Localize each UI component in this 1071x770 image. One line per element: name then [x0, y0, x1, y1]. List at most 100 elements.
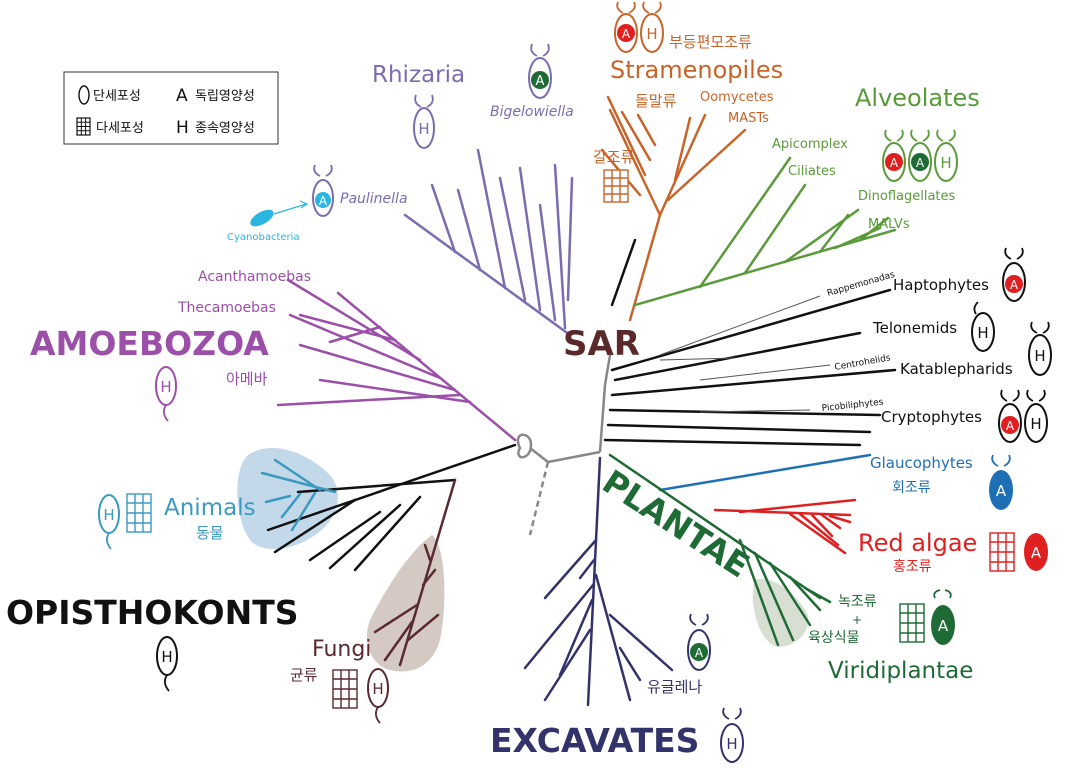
excavates-h-marker: H [726, 735, 737, 753]
stramenopiles-a-marker: A [622, 27, 631, 41]
taxon-acanthamoebas: Acanthamoebas [198, 269, 311, 285]
animals-h-marker: H [103, 506, 114, 524]
multicellular-icon [76, 117, 91, 136]
fungi-heterotroph-cell-icon: H [367, 668, 389, 724]
alveolates-heterotroph-cell-icon: H [934, 129, 958, 182]
group-stramenopiles: Stramenopiles [610, 56, 783, 84]
cyanobacteria-icon [250, 200, 309, 227]
taxon-thecamoebas: Thecamoebas [177, 300, 276, 316]
legend-heterotroph: 종속영양성 [195, 121, 255, 136]
group-alveolates: Alveolates [855, 84, 980, 112]
group-opisthokonts: OPISTHOKONTS [6, 593, 299, 632]
taxon-red-algae: Red algae [858, 529, 977, 557]
group-excavates: EXCAVATES [490, 721, 699, 760]
amoebozoa-h-marker: H [160, 378, 171, 396]
stramenopiles-branches [600, 95, 747, 322]
taxon-masts: MASTs [728, 111, 769, 126]
taxon-malvs: MALVs [868, 217, 910, 232]
paulinella-autotroph-cell-icon: A [312, 164, 334, 217]
taxon-diatoms-kr: 돌말류 [635, 92, 677, 110]
taxon-euglena-kr: 유글레나 [647, 678, 702, 696]
fungi-branches [373, 478, 457, 667]
cryptophytes-autotroph-cell-icon: A [998, 389, 1022, 443]
taxon-glaucophytes-kr: 회조류 [892, 480, 931, 496]
group-amoebozoa: AMOEBOZOA [30, 324, 269, 363]
bigelowiella-a-marker: A [536, 74, 545, 89]
taxon-picobiliphytes: Picobiliphytes [821, 398, 884, 414]
alveolates-a1-marker: A [890, 156, 899, 170]
viridiplantae-a-marker: A [938, 617, 949, 635]
legend-multicellular: 다세포성 [96, 121, 144, 136]
opisthokonts-heterotroph-cell-icon: H [156, 636, 178, 692]
animals-multicellular-icon [126, 493, 152, 533]
euglena-autotroph-cell-icon: A [687, 613, 711, 671]
legend-heterotroph-glyph: H [176, 118, 189, 138]
taxon-stramenopiles-kr: 부등편모조류 [669, 33, 752, 51]
taxon-green-algae-kr: 녹조류 [838, 594, 877, 610]
root-connector [516, 354, 612, 536]
taxon-oomycetes: Oomycetes [700, 90, 774, 105]
cryptist-branches [603, 238, 897, 447]
unicellular-icon [78, 85, 90, 105]
red-algae-multicellular-icon [989, 532, 1015, 572]
brown-algae-multicellular-icon [603, 169, 629, 203]
fungi-shade [366, 535, 445, 672]
viridiplantae-branches [608, 453, 832, 647]
bigelowiella-autotroph-cell-icon: A [528, 43, 552, 99]
taxon-ciliates: Ciliates [788, 164, 836, 179]
animals-heterotroph-cell-icon: H [98, 494, 120, 550]
katablepharids-heterotroph-cell-icon: H [1028, 321, 1052, 376]
taxon-amoeba-kr: 아메바 [226, 370, 268, 388]
excavates-branches [523, 456, 674, 707]
legend: 단세포성 A 독립영양성 다세포성 H 종속영양성 [63, 71, 279, 145]
opisthokont-branches [266, 443, 517, 572]
taxon-katablepharids: Katablepharids [900, 360, 1013, 378]
cryptophytes-heterotroph-cell-icon: H [1024, 389, 1048, 443]
taxon-glaucophytes: Glaucophytes [870, 454, 973, 472]
group-rhizaria: Rhizaria [372, 62, 465, 88]
glaucophytes-autotroph-cell-icon: A [989, 454, 1013, 510]
alveolates-green-autotroph-cell-icon: A [908, 129, 932, 182]
haptophytes-a-marker: A [1010, 278, 1019, 292]
amoebozoa-branches [276, 278, 517, 442]
taxon-fungi: Fungi [312, 637, 371, 662]
haptophytes-autotroph-cell-icon: A [1002, 247, 1026, 302]
opisthokonts-h-marker: H [161, 648, 172, 666]
paulinella-a-marker: A [319, 194, 328, 208]
viridiplantae-autotroph-cell-icon: A [931, 589, 955, 645]
stramenopiles-autotroph-cell-icon: A [614, 1, 638, 53]
stramenopiles-h-marker: H [646, 25, 657, 43]
glaucophytes-a-marker: A [996, 482, 1007, 500]
taxon-animals: Animals [164, 495, 256, 521]
taxon-land-plants-kr: 육상식물 [808, 630, 860, 646]
legend-unicellular: 단세포성 [93, 89, 141, 104]
taxon-dinoflagellates: Dinoflagellates [858, 189, 956, 204]
red-algae-branches [713, 498, 857, 555]
fungi-h-marker: H [372, 680, 383, 698]
cryptophytes-h-marker: H [1030, 415, 1041, 433]
legend-autotroph: 독립영양성 [195, 89, 255, 104]
taxon-cryptophytes: Cryptophytes [881, 408, 982, 426]
alveolates-h-marker: H [940, 154, 951, 172]
rhizaria-heterotroph-cell-icon: H [413, 94, 435, 149]
taxon-bigelowiella: Bigelowiella [490, 104, 574, 120]
excavates-heterotroph-cell-icon: H [720, 707, 744, 763]
alveolates-a2-marker: A [916, 156, 925, 170]
taxon-fungi-kr: 균류 [290, 666, 318, 684]
viridiplantae-multicellular-icon [899, 603, 925, 643]
minor-branches [659, 295, 831, 413]
alveolates-branches [633, 156, 897, 307]
animals-branches [260, 458, 337, 532]
cryptophytes-a-marker: A [1006, 419, 1015, 433]
alveolates-red-autotroph-cell-icon: A [882, 129, 906, 182]
amoebozoa-heterotroph-cell-icon: H [155, 366, 177, 422]
euglena-a-marker: A [695, 646, 704, 660]
telonemids-heterotroph-cell-icon: H [971, 301, 995, 352]
taxon-apicomplex: Apicomplex [772, 137, 848, 152]
red-algae-autotroph-cell-icon: A [1024, 533, 1048, 571]
rhizaria-h-marker: H [418, 120, 429, 138]
group-plantae: PLANTAE [596, 462, 757, 585]
taxon-plus: + [852, 613, 862, 627]
telonemids-h-marker: H [977, 324, 988, 342]
